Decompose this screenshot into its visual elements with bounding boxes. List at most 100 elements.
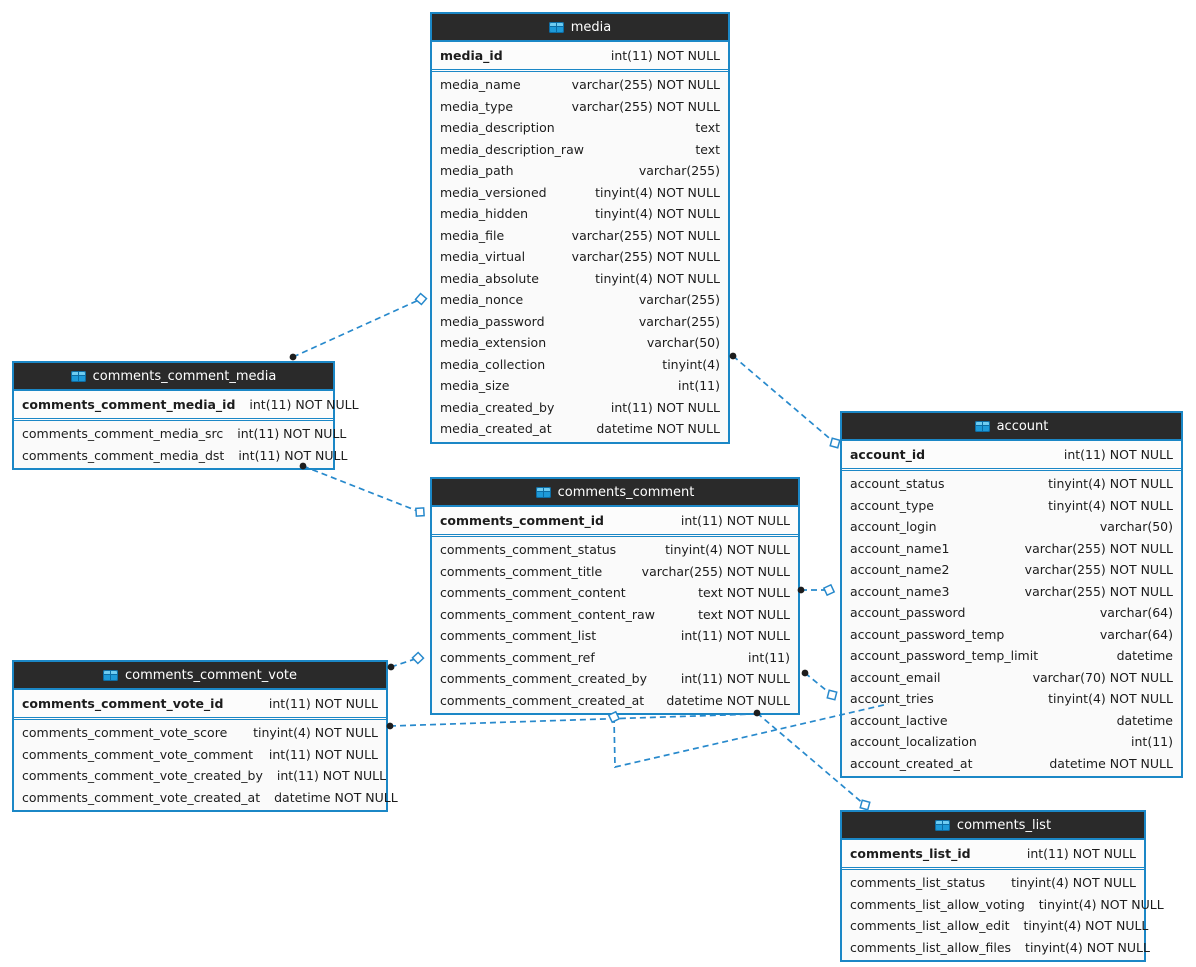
column-type: datetime: [1116, 712, 1173, 728]
column-type: tinyint(4): [662, 356, 720, 372]
column-type: tinyint(4) NOT NULL: [1048, 691, 1173, 706]
column-name: comments_list_allow_voting: [850, 896, 1025, 912]
table-row: media_extension varchar(50): [432, 332, 728, 354]
table-comments-comment-media[interactable]: comments_comment_media comments_comment_m…: [12, 361, 359, 470]
many-side-circle-marker: [729, 352, 737, 360]
column-type: int(11) NOT NULL: [276, 768, 387, 783]
column-name: media_description_raw: [440, 141, 584, 157]
column-type: datetime NOT NULL: [1049, 755, 1173, 771]
column-name: comments_comment_content_raw: [440, 606, 655, 622]
relationship-line-vote-to-comment[interactable]: [390, 657, 419, 668]
column-type: varchar(255) NOT NULL: [571, 249, 720, 264]
column-type: varchar(255) NOT NULL: [1024, 583, 1173, 599]
column-type: tinyint(4) NOT NULL: [1023, 918, 1149, 933]
column-type: tinyint(4) NOT NULL: [665, 542, 790, 557]
column-name: account_name2: [850, 562, 950, 577]
table-title: comments_list: [956, 817, 1052, 833]
column-name: comments_list_id: [850, 846, 971, 861]
column-name: comments_comment_id: [440, 513, 604, 528]
column-type: tinyint(4) NOT NULL: [1038, 896, 1164, 912]
many-side-circle-marker: [387, 663, 395, 671]
column-name: media_description: [440, 120, 555, 135]
column-type: text: [695, 141, 720, 157]
column-name: account_name3: [850, 583, 950, 599]
column-name: comments_comment_media_dst: [22, 447, 225, 463]
column-name: comments_comment_created_at: [440, 692, 645, 708]
column-type: tinyint(4) NOT NULL: [1011, 875, 1136, 890]
column-type: varchar(255) NOT NULL: [1024, 540, 1173, 556]
column-name: media_file: [440, 227, 505, 243]
column-type: varchar(70) NOT NULL: [1032, 669, 1173, 685]
relationship-line-vote-to-account-long[interactable]: [389, 713, 757, 727]
column-type: int(11) NOT NULL: [680, 628, 790, 643]
column-name: media_path: [440, 163, 514, 178]
table-row: comments_comment_list int(11) NOT NULL: [432, 625, 798, 647]
table-row: comments_list_allow_voting tinyint(4) NOT…: [842, 894, 1164, 916]
table-header[interactable]: comments_comment: [432, 479, 798, 507]
column-type: datetime NOT NULL: [274, 789, 398, 805]
table-header[interactable]: comments_comment_media: [14, 363, 333, 391]
column-type: int(11) NOT NULL: [610, 399, 720, 415]
relationship-line-comment-createdby-to-account[interactable]: [804, 672, 833, 696]
column-name: comments_list_allow_files: [850, 939, 1012, 955]
table-row: comments_comment_media_dst int(11) NOT NU…: [14, 445, 347, 467]
column-name: account_status: [850, 476, 945, 491]
column-name: comments_comment_vote_created_at: [22, 789, 261, 805]
column-type: int(11) NOT NULL: [268, 696, 378, 711]
column-type: datetime NOT NULL: [596, 421, 720, 436]
column-type: tinyint(4) NOT NULL: [1025, 939, 1150, 955]
column-name: media_extension: [440, 335, 547, 350]
column-type: int(11) NOT NULL: [238, 447, 348, 463]
column-type: varchar(64): [1099, 626, 1173, 642]
relationship-line-media-to-account[interactable]: [732, 355, 836, 444]
column-name: account_tries: [850, 691, 934, 706]
column-type: varchar(50): [646, 335, 720, 350]
table-icon: [548, 21, 564, 33]
column-name: media_name: [440, 77, 521, 92]
table-icon: [934, 819, 950, 831]
table-icon: [535, 486, 551, 498]
column-name: account_password_temp: [850, 626, 1005, 642]
table-header[interactable]: account: [842, 413, 1181, 441]
column-type: datetime: [1116, 648, 1173, 663]
column-name: comments_comment_media_id: [22, 397, 236, 412]
table-row: media_description_raw text: [432, 139, 728, 161]
column-type: text NOT NULL: [698, 585, 790, 600]
column-type: text NOT NULL: [698, 606, 790, 622]
table-header[interactable]: comments_comment_vote: [14, 662, 386, 690]
relationship-line-comments_comment_media-to-comment[interactable]: [302, 465, 421, 513]
column-type: int(11) NOT NULL: [610, 48, 720, 63]
relationship-line-comments_comment_media-to-media[interactable]: [292, 298, 422, 358]
column-name: media_created_at: [440, 421, 552, 436]
column-type: tinyint(4) NOT NULL: [595, 184, 720, 200]
column-type: tinyint(4) NOT NULL: [253, 725, 378, 740]
table-header[interactable]: media: [432, 14, 728, 42]
table-header[interactable]: comments_list: [842, 812, 1144, 840]
column-name: comments_comment_list: [440, 628, 597, 643]
